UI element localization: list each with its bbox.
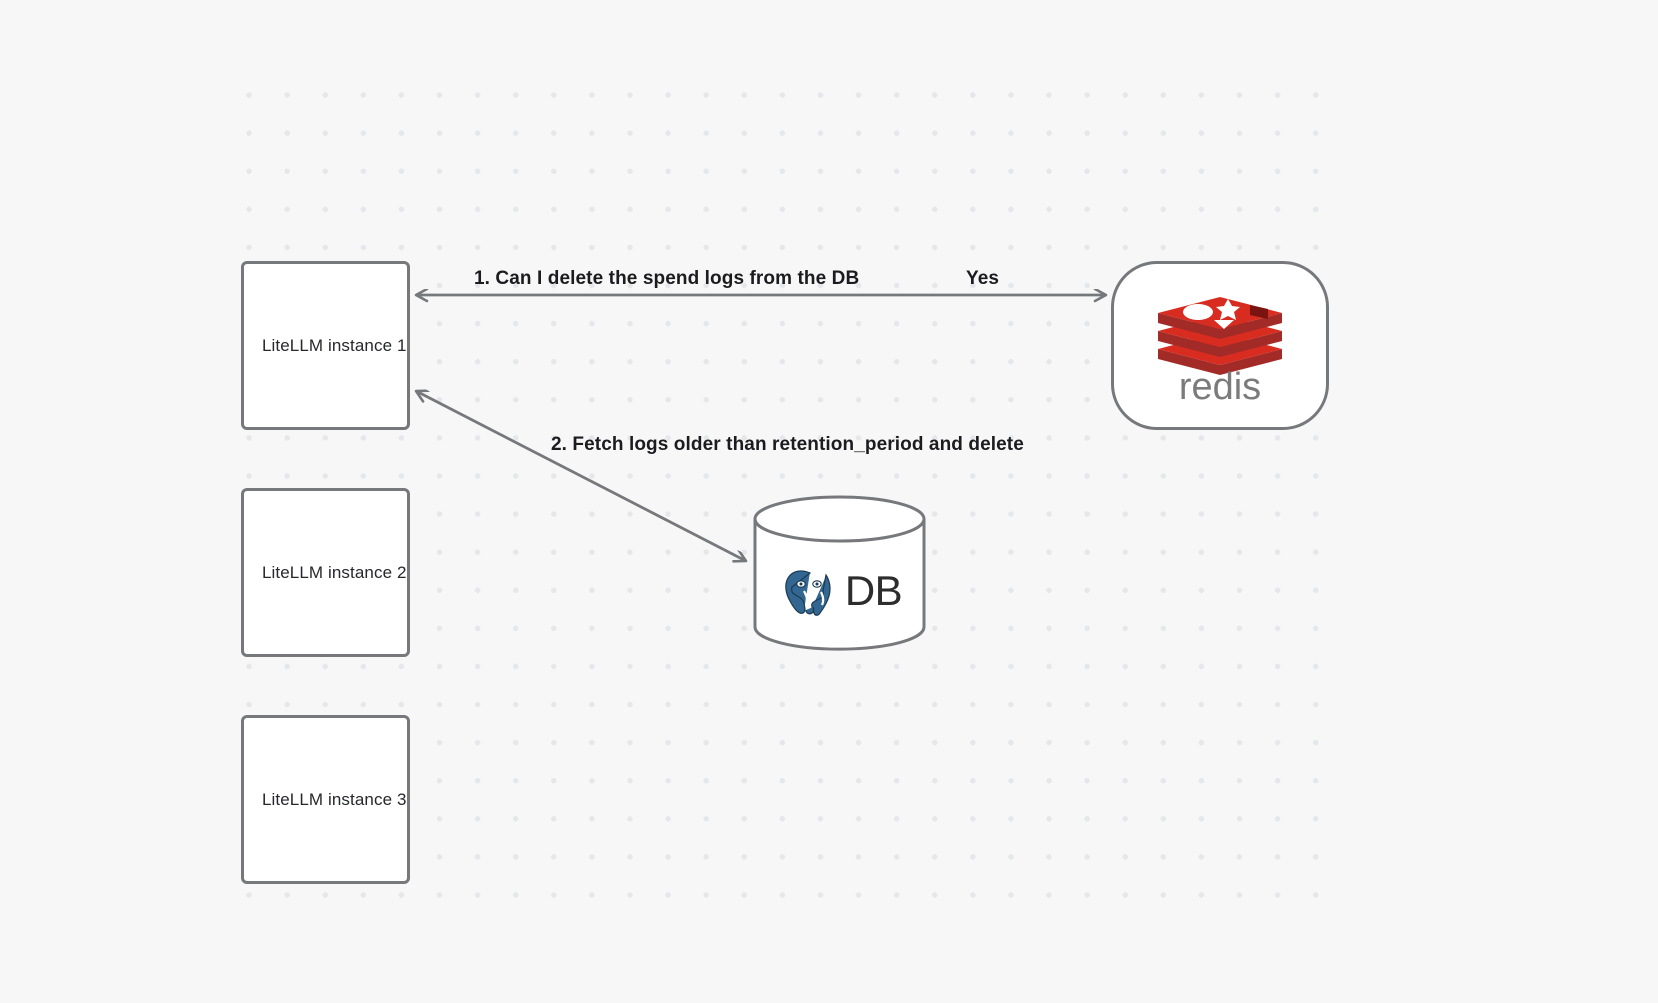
edge-litellm1-db (416, 391, 746, 561)
redis-stack-icon (1158, 296, 1282, 375)
redis-logo: redis (1158, 296, 1282, 405)
edge-label-step-1: 1. Can I delete the spend logs from the … (474, 268, 860, 289)
db-label: DB (844, 567, 903, 614)
cylinder-shape (753, 495, 926, 651)
edge-label-step-2: 2. Fetch logs older than retention_perio… (551, 434, 1024, 455)
node-litellm-instance-2[interactable]: LiteLLM instance 2 (241, 488, 410, 657)
node-litellm-instance-3-label: LiteLLM instance 3 (262, 789, 407, 809)
edge-label-yes: Yes (966, 268, 1000, 289)
node-litellm-instance-3[interactable]: LiteLLM instance 3 (241, 715, 410, 884)
postgresql-elephant-icon (782, 567, 834, 621)
node-litellm-instance-1-label: LiteLLM instance 1 (262, 335, 407, 355)
node-litellm-instance-1[interactable]: LiteLLM instance 1 (241, 261, 410, 430)
node-database[interactable]: DB (752, 494, 927, 652)
db-logo-row: DB (752, 548, 927, 634)
node-litellm-instance-2-label: LiteLLM instance 2 (262, 562, 407, 582)
redis-wordmark: redis (1179, 366, 1261, 405)
node-redis[interactable]: redis (1111, 261, 1329, 430)
